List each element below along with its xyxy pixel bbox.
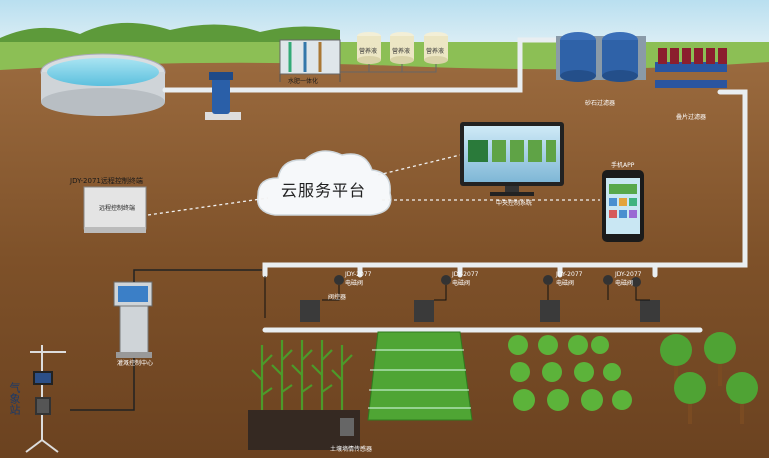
crop-turf	[367, 331, 473, 421]
wireless-links	[147, 154, 600, 216]
valve-2-label: JDY-2077 电磁阀	[452, 271, 479, 287]
disc-filter	[655, 48, 727, 88]
water-pump	[205, 72, 241, 120]
sand-filter-label: 砂石过滤器	[585, 100, 616, 107]
pc-system-label: 中央控制系统	[496, 200, 533, 207]
reservoir	[40, 53, 166, 116]
kiosk-cable	[133, 269, 262, 282]
fertigation-machine	[279, 39, 341, 82]
sand-filter	[556, 32, 646, 82]
kiosk-cable-2	[70, 358, 135, 411]
cloud-label: 云服务平台	[281, 181, 367, 200]
control-kiosk	[113, 281, 153, 358]
nutrient-tanks	[340, 32, 448, 73]
tank-3	[424, 32, 448, 64]
pipes	[162, 37, 748, 333]
smartphone	[602, 170, 644, 242]
tank-1-label: 营养液	[359, 48, 378, 55]
soil-ground	[0, 62, 769, 458]
tank-1	[357, 32, 381, 64]
valves	[300, 275, 660, 322]
crop-orchard	[660, 332, 758, 424]
valve-3-label: JDY-2077 电磁阀	[556, 271, 583, 287]
phone-app-label: 手机APP	[611, 162, 635, 169]
remote-controller	[83, 186, 147, 233]
crop-corn	[248, 340, 360, 450]
disc-filter-label: 叠片过滤器	[676, 114, 707, 121]
tank-2	[390, 32, 414, 64]
valve-1-label: JDY-2077 电磁阀	[345, 271, 372, 287]
crop-vegetables	[508, 335, 632, 411]
weather-station	[25, 345, 66, 453]
controller-title: JDY-2071远程控制终端	[70, 177, 143, 185]
cloud-platform	[256, 150, 392, 216]
controller-face-label: 远程控制终端	[99, 205, 136, 212]
fertigation-label: 水肥一体化	[288, 78, 319, 85]
valve-4-label: JDY-2077 电磁阀	[615, 271, 642, 287]
control-wires	[264, 276, 650, 318]
sensor-label: 土壤墒情传感器	[330, 446, 373, 453]
kiosk-label: 灌溉控制中心	[117, 360, 154, 367]
pc-monitor	[460, 122, 564, 196]
tank-3-label: 营养液	[426, 48, 445, 55]
tank-2-label: 营养液	[392, 48, 411, 55]
valve-controller-label: 阀控器	[328, 294, 347, 301]
weather-label: 气象站	[8, 382, 21, 415]
